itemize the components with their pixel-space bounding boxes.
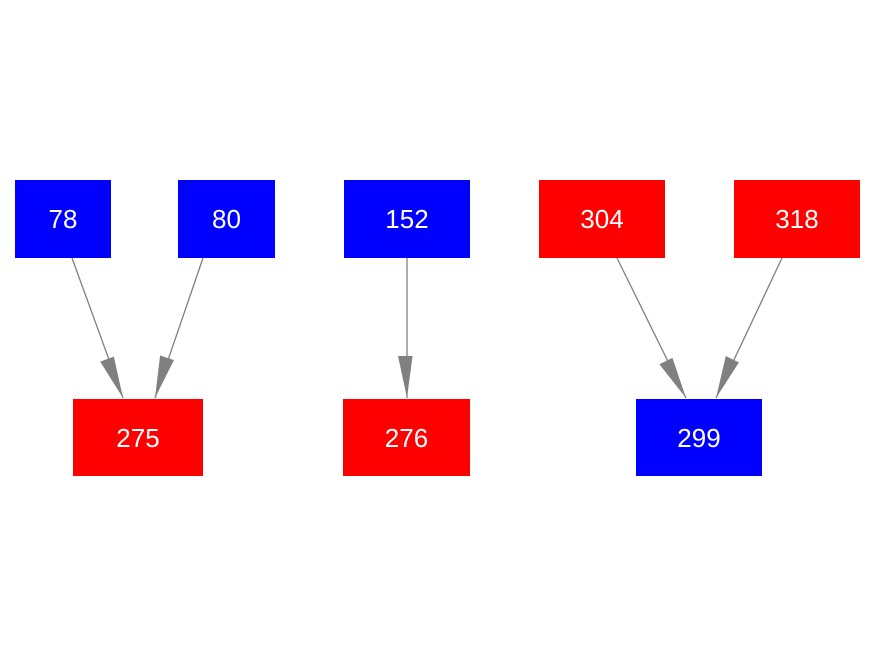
graph-node[interactable]: 304	[539, 180, 665, 258]
edges-group	[71, 257, 783, 399]
graph-edge	[616, 257, 687, 399]
arrowhead-icon	[100, 356, 123, 398]
arrowhead-icon	[155, 355, 174, 398]
arrowheads-group	[100, 355, 739, 398]
arrowhead-icon	[398, 356, 413, 398]
graph-node[interactable]: 80	[178, 180, 275, 258]
graph-node[interactable]: 318	[734, 180, 860, 258]
node-label: 80	[212, 204, 241, 234]
arrowhead-icon	[716, 356, 739, 398]
graph-node[interactable]: 78	[15, 180, 111, 258]
graph-node[interactable]: 275	[73, 399, 203, 476]
graph-edge	[715, 257, 783, 399]
graph-node[interactable]: 299	[636, 399, 762, 476]
graph-edge	[154, 257, 204, 399]
node-label: 275	[116, 422, 160, 453]
graph-node[interactable]: 276	[343, 399, 470, 476]
node-label: 318	[775, 204, 819, 234]
node-label: 276	[384, 422, 429, 453]
node-label: 299	[677, 422, 721, 453]
graph-edge	[71, 257, 124, 399]
node-label: 78	[48, 204, 78, 234]
node-label: 304	[580, 204, 624, 234]
arrowhead-icon	[659, 357, 686, 398]
graph-node[interactable]: 152	[344, 180, 470, 258]
node-label: 152	[385, 204, 429, 234]
